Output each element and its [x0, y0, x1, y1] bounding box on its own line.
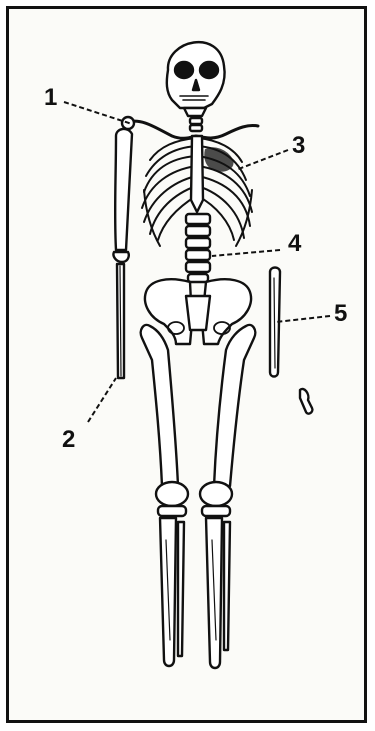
right-arm-bones: [113, 129, 132, 378]
label-2: 2: [62, 428, 75, 452]
leader-line-5: [276, 316, 330, 322]
leader-line-2: [88, 378, 116, 422]
bone-fragment: [300, 389, 312, 414]
skull: [167, 42, 225, 116]
knee-joints: [156, 482, 232, 516]
leader-line-1: [64, 102, 132, 124]
leader-line-3: [236, 150, 288, 170]
label-4: 4: [288, 232, 301, 256]
leader-line-4: [212, 250, 280, 256]
thoracic-fragment: [205, 148, 232, 170]
lower-leg-bones: [160, 518, 230, 668]
label-5: 5: [334, 302, 347, 326]
label-3: 3: [292, 134, 305, 158]
lumbar-vertebrae: [186, 214, 210, 282]
label-1: 1: [44, 86, 57, 110]
sternum: [191, 136, 203, 212]
cervical-vertebrae: [190, 118, 202, 131]
femurs: [141, 325, 256, 486]
